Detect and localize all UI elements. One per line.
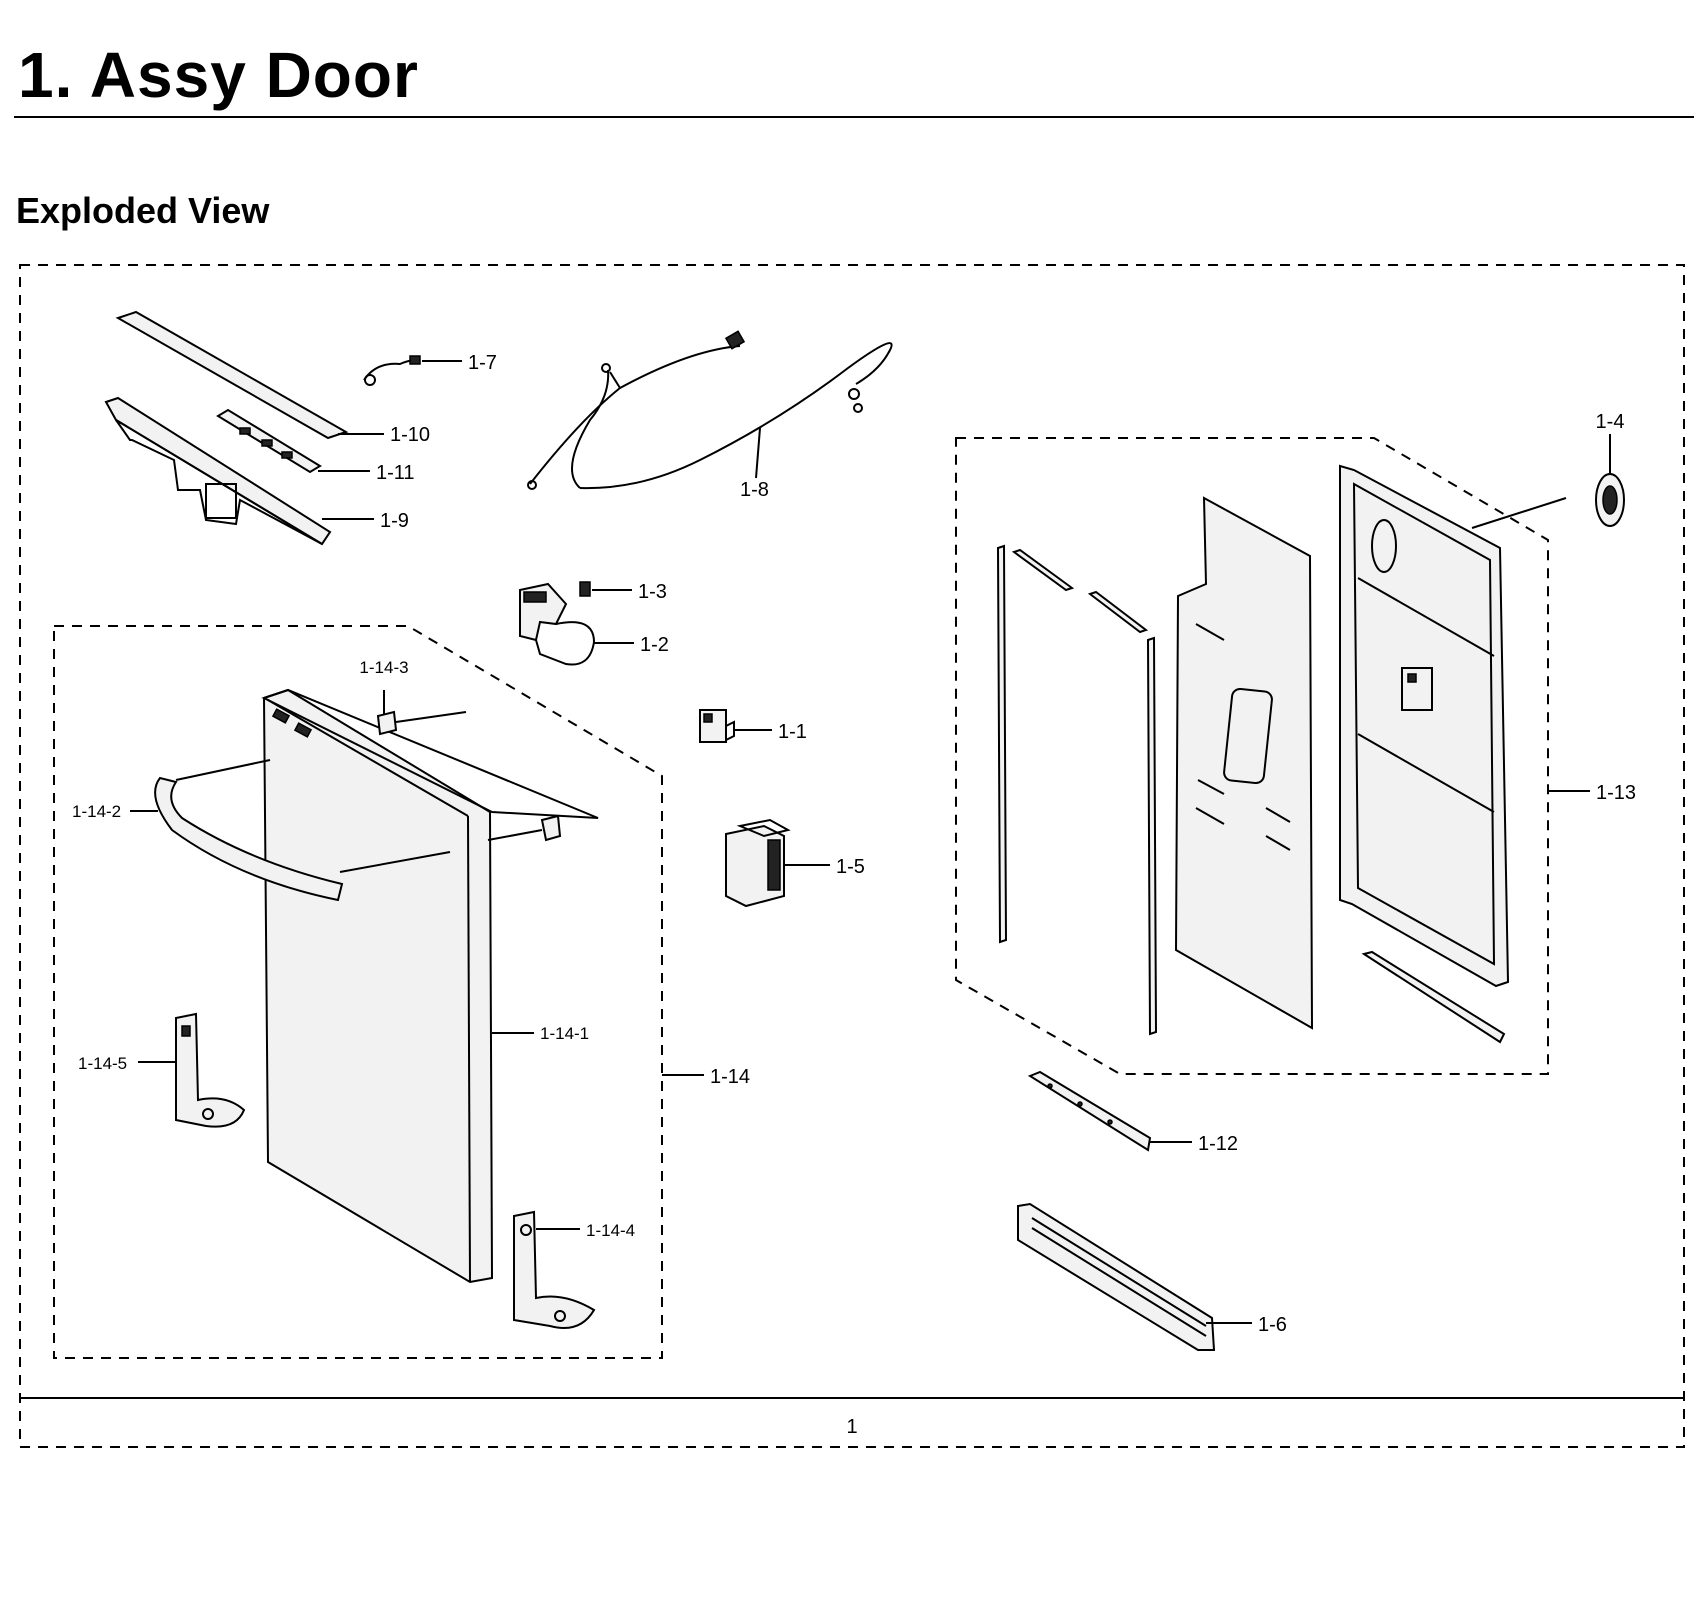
- callout-1-13: 1-13: [1596, 782, 1636, 804]
- part-1-9-control-panel: [104, 396, 374, 546]
- subassembly-1-14-frame: [53, 625, 663, 1359]
- callout-1-1: 1-1: [778, 721, 807, 743]
- section-subtitle: Exploded View: [16, 190, 270, 231]
- part-door-gasket: [996, 544, 1158, 1036]
- part-1-14-1-door-panel: [261, 688, 599, 1284]
- callout-1-14-1: 1-14-1: [540, 1024, 589, 1043]
- callout-1-9: 1-9: [380, 510, 409, 532]
- part-1-1-switch: [699, 709, 772, 743]
- part-inner-door: [1339, 464, 1567, 988]
- subassembly-1-13-frame: [955, 437, 1549, 1075]
- part-1-5-dispenser: [725, 818, 830, 908]
- callout-1-12: 1-12: [1198, 1133, 1238, 1155]
- part-insulation-sheet: [1174, 496, 1314, 1030]
- callout-1-7: 1-7: [468, 352, 497, 374]
- page-title: 1. Assy Door: [18, 39, 419, 111]
- callout-1-14-4: 1-14-4: [586, 1221, 635, 1240]
- callout-1-14-5: 1-14-5: [78, 1054, 127, 1073]
- part-1-14-3-pad: [376, 690, 562, 842]
- callout-1-5: 1-5: [836, 856, 865, 878]
- callout-1-10: 1-10: [390, 424, 430, 446]
- callout-1-4: 1-4: [1596, 411, 1625, 433]
- assembly-frame: [19, 264, 1685, 1448]
- callout-1-11: 1-11: [376, 462, 415, 484]
- part-1-11-display: [216, 408, 370, 474]
- part-1-7-cable: [363, 355, 462, 386]
- part-1-3-clip: [579, 581, 632, 597]
- assembly-label: 1: [846, 1416, 857, 1438]
- part-1-2-latch: [519, 582, 634, 666]
- part-1-4-vent: [1595, 434, 1625, 527]
- callout-1-3: 1-3: [638, 581, 667, 603]
- callout-1-2: 1-2: [640, 634, 669, 656]
- part-lower-seal: [1361, 950, 1506, 1044]
- callout-1-6: 1-6: [1258, 1314, 1287, 1336]
- part-1-14-2-handle: [130, 759, 451, 902]
- title-divider: [14, 116, 1694, 118]
- part-1-14-4-hinge: [513, 1210, 596, 1329]
- callout-1-14-2: 1-14-2: [72, 802, 121, 821]
- callout-1-8: 1-8: [740, 479, 769, 501]
- part-1-6-kickplate: [1017, 1202, 1252, 1351]
- callout-1-14-3: 1-14-3: [359, 658, 408, 677]
- part-1-12-bracket: [1027, 1070, 1192, 1152]
- callout-1-14: 1-14: [710, 1066, 750, 1088]
- part-1-8-wire-harness: [527, 330, 893, 490]
- part-1-14-5-hinge: [138, 1012, 246, 1128]
- part-1-10-strip: [115, 310, 384, 440]
